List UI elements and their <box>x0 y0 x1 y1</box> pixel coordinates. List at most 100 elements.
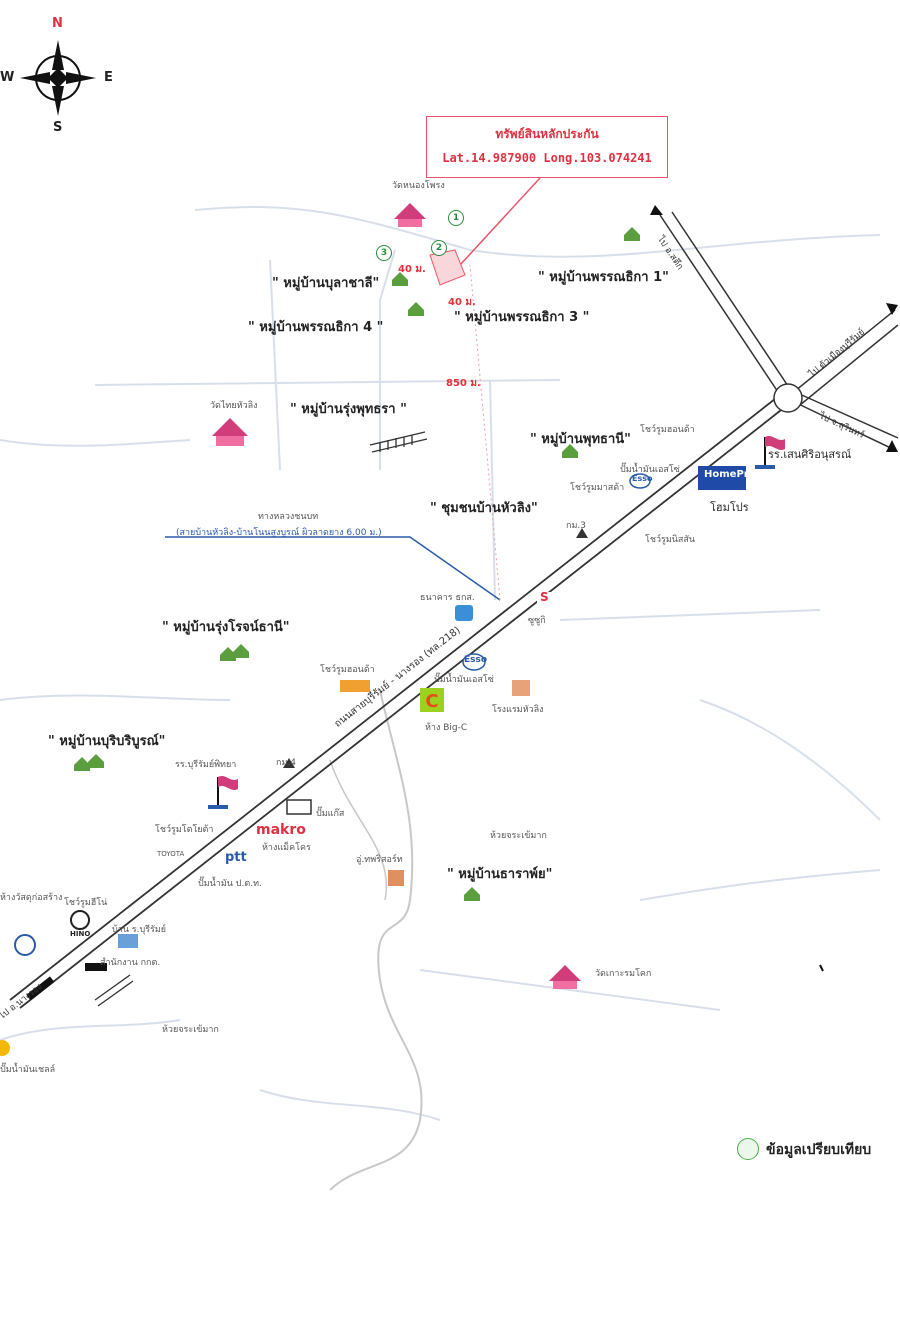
temple-icon-3 <box>549 965 581 989</box>
distance-label-3: 850 ม. <box>446 378 481 389</box>
legend-comparable-icon <box>737 1138 759 1160</box>
place-temple-1: วัดหนองโพรง <box>392 181 445 191</box>
village-label-10: " หมู่บ้านธาราพ์ย" <box>447 867 553 882</box>
road-arrows <box>650 205 898 452</box>
office-icon <box>118 934 138 948</box>
hino-logo-text: HINO <box>70 930 91 938</box>
ptt-logo <box>222 850 258 864</box>
place-esso-2: ปั๊มน้ำมันเอสโซ่ <box>434 675 494 685</box>
railway <box>94 431 428 1007</box>
distance-label-2: 40 ม. <box>448 297 476 308</box>
place-suzuki: ซูซูกิ <box>528 616 546 626</box>
shop-icon-1 <box>388 870 404 886</box>
place-nissan: โชว์รูมนิสสัน <box>645 535 696 545</box>
place-esso-1: ปั๊มน้ำมันเอสโซ่ <box>620 465 680 475</box>
village-label-5: " หมู่บ้านรุ่งพุทธรา " <box>290 402 407 417</box>
bank-icon <box>455 605 473 621</box>
subject-parcel <box>429 249 466 286</box>
comparable-marker-3[interactable]: 3 <box>376 245 392 261</box>
rural-road <box>165 536 501 601</box>
place-toyota: โชว์รูมโตโยต้า <box>155 825 214 835</box>
suzuki-logo <box>537 592 551 606</box>
village-label-8: " หมู่บ้านรุ่งโรจน์ธานี" <box>162 620 290 635</box>
toyota-logo-text: TOYOTA <box>157 850 185 858</box>
place-km4: กม.4 <box>276 758 296 768</box>
comparable-marker-2[interactable]: 2 <box>431 240 447 256</box>
esso-logo-text-1: Esso <box>632 474 653 483</box>
km-post-icon-1 <box>576 528 588 538</box>
local-road <box>329 689 423 1191</box>
esso-logo-2 <box>462 653 486 671</box>
village-icons <box>74 227 640 901</box>
place-reservoir-1: ห้วยจระเข้มาก <box>490 831 547 841</box>
place-shell: ปั๊มน้ำมันเชลล์ <box>0 1065 56 1075</box>
place-ptt: ปั๊มน้ำมัน ป.ต.ท. <box>198 879 262 889</box>
school-flag-icon-2 <box>208 776 238 809</box>
village-label-1: " หมู่บ้านบุลาชาลี" <box>272 276 380 291</box>
village-label-3: " หมู่บ้านพรรณธิกา 3 " <box>454 310 590 325</box>
place-hino: โชว์รูมฮีโน่ <box>64 898 108 908</box>
village-label-7: " ชุมชนบ้านหัวลิง" <box>430 501 538 516</box>
place-honda-1: โชว์รูมฮอนด้า <box>640 425 695 435</box>
suzuki-logo-text: S <box>540 590 549 604</box>
place-gas-pump: ปั๊มแก๊ส <box>316 809 345 819</box>
school-flag-icon-1 <box>755 436 785 469</box>
gas-station-icon <box>286 799 312 815</box>
comparable-marker-1[interactable]: 1 <box>448 210 464 226</box>
compass-rose <box>20 40 96 116</box>
place-construction: ห้างวัสดุก่อสร้าง <box>0 893 63 903</box>
place-homepro: โฮมโปร <box>710 501 749 514</box>
compass-north: N <box>52 16 63 31</box>
ptt-logo-text: ptt <box>225 850 247 865</box>
place-temple-2: วัดไทยหัวลิง <box>210 401 258 411</box>
hotel-icon <box>512 680 530 696</box>
temple-icon-1 <box>394 203 426 227</box>
road-label-rural-detail: (สายบ้านหัวลิง-บ้านโนนสูงบูรณ์ ผิวลาดยาง… <box>176 528 382 538</box>
place-reservoir-2: ห้วยจระเข้มาก <box>162 1025 219 1035</box>
shell-icon <box>0 1040 10 1056</box>
road-label-rural: ทางหลวงชนบท <box>258 512 319 522</box>
collateral-callout: ทรัพย์สินหลักประกัน Lat.14.987900 Long.1… <box>426 116 668 178</box>
hino-logo <box>70 910 90 930</box>
compass-east: E <box>104 70 113 85</box>
highway-218 <box>9 211 899 1009</box>
distance-label-1: 40 ม. <box>398 264 426 275</box>
legend-label: ข้อมูลเปรียบเทียบ <box>766 1142 872 1158</box>
place-mazda: โชว์รูมมาสด้า <box>570 483 625 493</box>
callout-title: ทรัพย์สินหลักประกัน <box>495 127 599 141</box>
bigc-logo: C <box>420 688 444 712</box>
place-honda-2: โชว์รูมฮอนด้า <box>320 665 375 675</box>
place-school-1: รร.เสนศิริอนุสรณ์ <box>768 448 852 461</box>
compass-south: S <box>53 120 63 135</box>
place-school-2: รร.บุรีรัมย์พิทยา <box>175 760 237 770</box>
minor-roads <box>0 206 881 1121</box>
compass-west: W <box>0 70 15 85</box>
local-road-2 <box>329 759 388 901</box>
callout-coords: Lat.14.987900 Long.103.074241 <box>442 151 652 165</box>
callout-pointer <box>459 177 541 266</box>
place-makro: ห้างแม็คโคร <box>262 843 311 853</box>
km-post-icon-2 <box>283 758 295 768</box>
homepro-logo <box>698 466 746 490</box>
distance-line <box>469 264 501 601</box>
place-resort: อู่.ทพริสอร์ท <box>356 855 403 865</box>
temple-icon-2 <box>212 418 248 446</box>
svg-text:C: C <box>425 691 438 712</box>
place-office: สำนักงาน กกต. <box>100 958 161 968</box>
place-temple-3: วัดเกาะรมโคก <box>595 969 652 979</box>
place-bank: ธนาคาร ธกส. <box>420 593 475 603</box>
esso-logo-1 <box>629 473 651 489</box>
ptt-pump-icon <box>340 680 370 692</box>
village-label-2: " หมู่บ้านพรรณธิกา 4 " <box>248 320 384 335</box>
homepro-logo-text: HomePro <box>704 469 756 480</box>
dot-mark <box>819 964 824 972</box>
ratana-logo <box>14 934 36 956</box>
place-lake: บ้าน ร.บุรีรัมย์ <box>112 925 167 935</box>
village-label-4: " หมู่บ้านพรรณธิกา 1" <box>538 270 669 285</box>
village-label-9: " หมู่บ้านบุริบริบูรณ์" <box>48 734 166 749</box>
village-label-6: " หมู่บ้านพุทธานี" <box>530 432 631 447</box>
place-hotel: โรงแรมหัวลิง <box>492 705 544 715</box>
bridge-marks <box>26 963 107 1001</box>
place-bigc: ห้าง Big-C <box>425 723 468 733</box>
